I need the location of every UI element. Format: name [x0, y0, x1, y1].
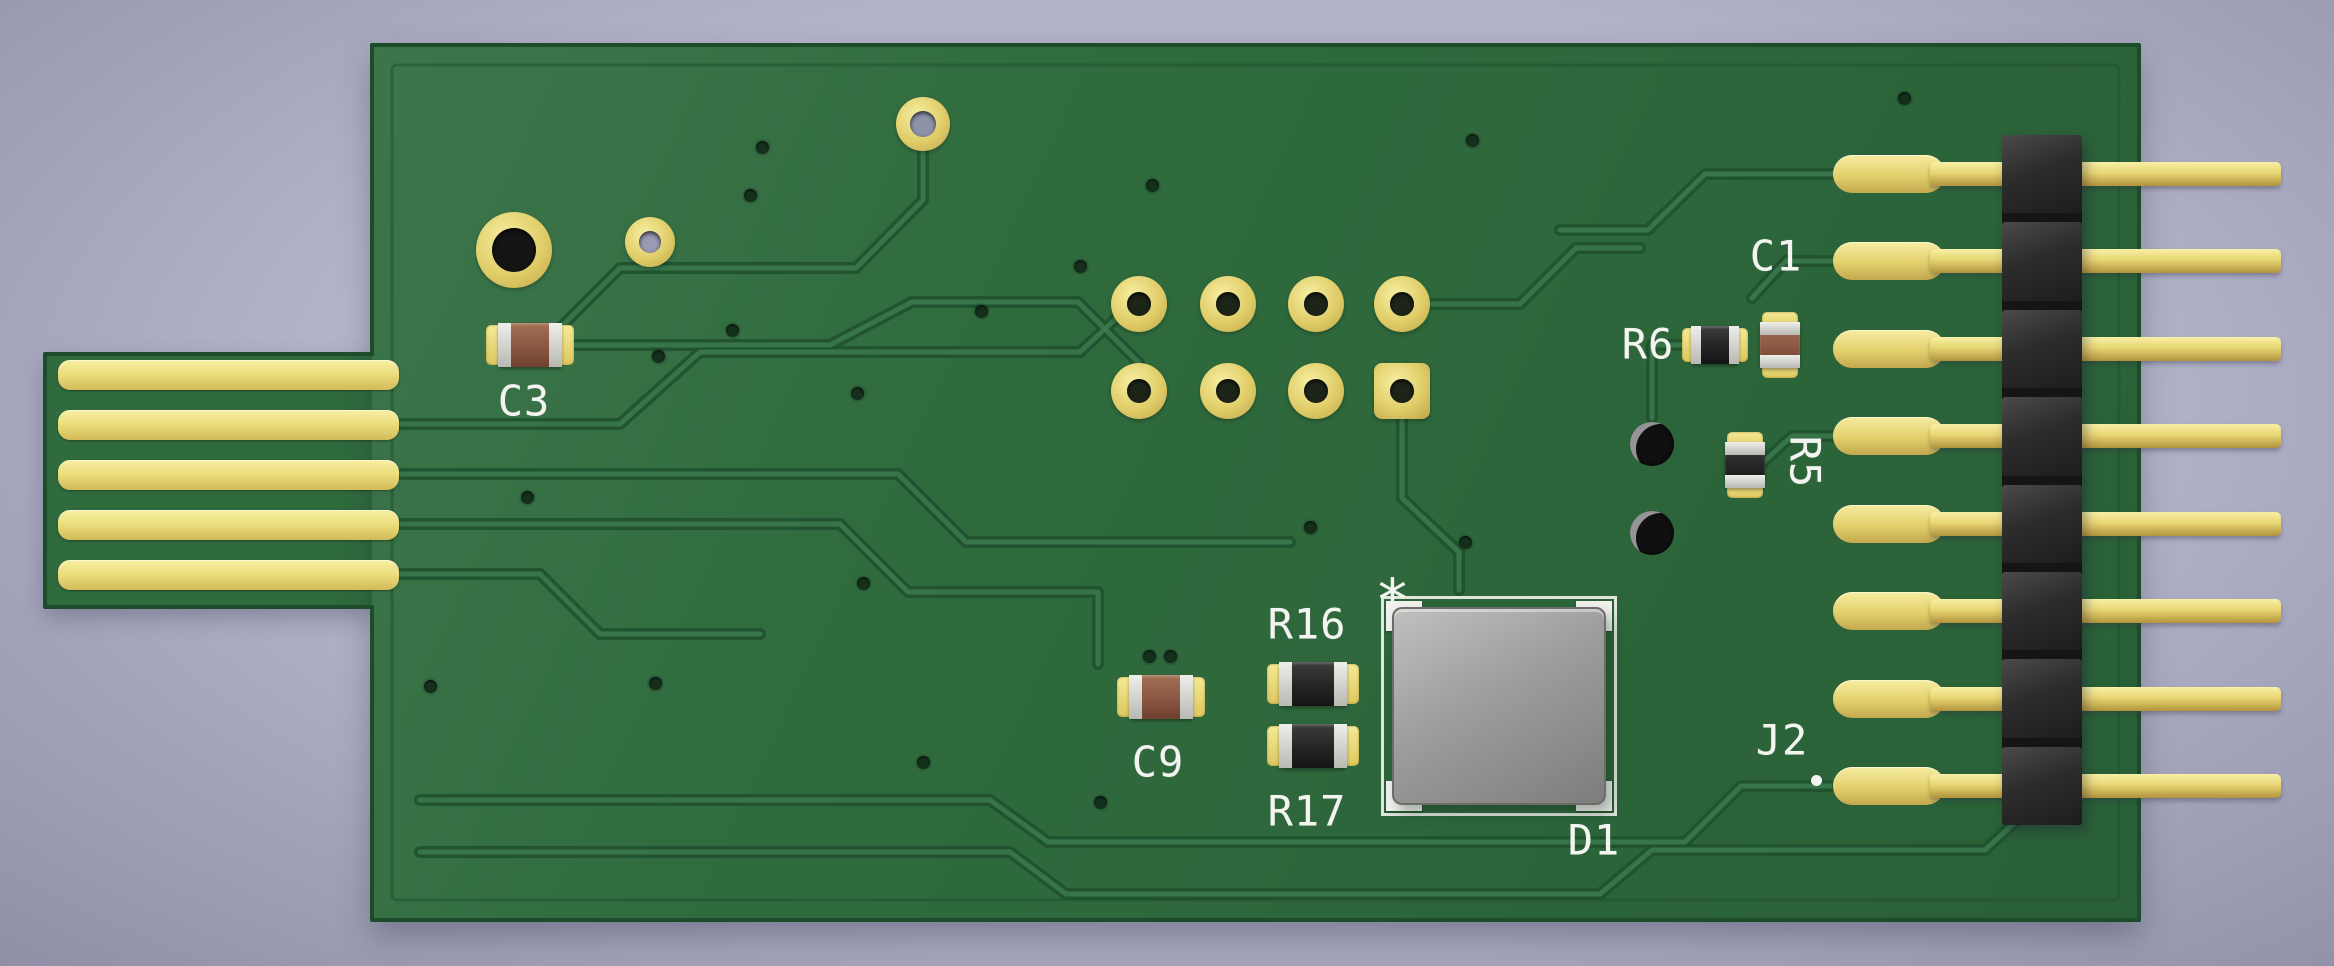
label-c9: C9 — [1131, 737, 1185, 787]
label-j2: J2 — [1755, 715, 1809, 765]
label-r5: R5 — [1780, 435, 1830, 489]
label-d1: D1 — [1567, 815, 1621, 865]
label-r16: R16 — [1267, 599, 1347, 649]
pin1-mark: * — [1375, 566, 1411, 634]
j2-pin1-dot — [1811, 775, 1822, 786]
label-r6: R6 — [1621, 319, 1675, 369]
label-c1: C1 — [1749, 231, 1803, 281]
label-r17: R17 — [1267, 786, 1347, 836]
label-c3: C3 — [497, 376, 551, 426]
